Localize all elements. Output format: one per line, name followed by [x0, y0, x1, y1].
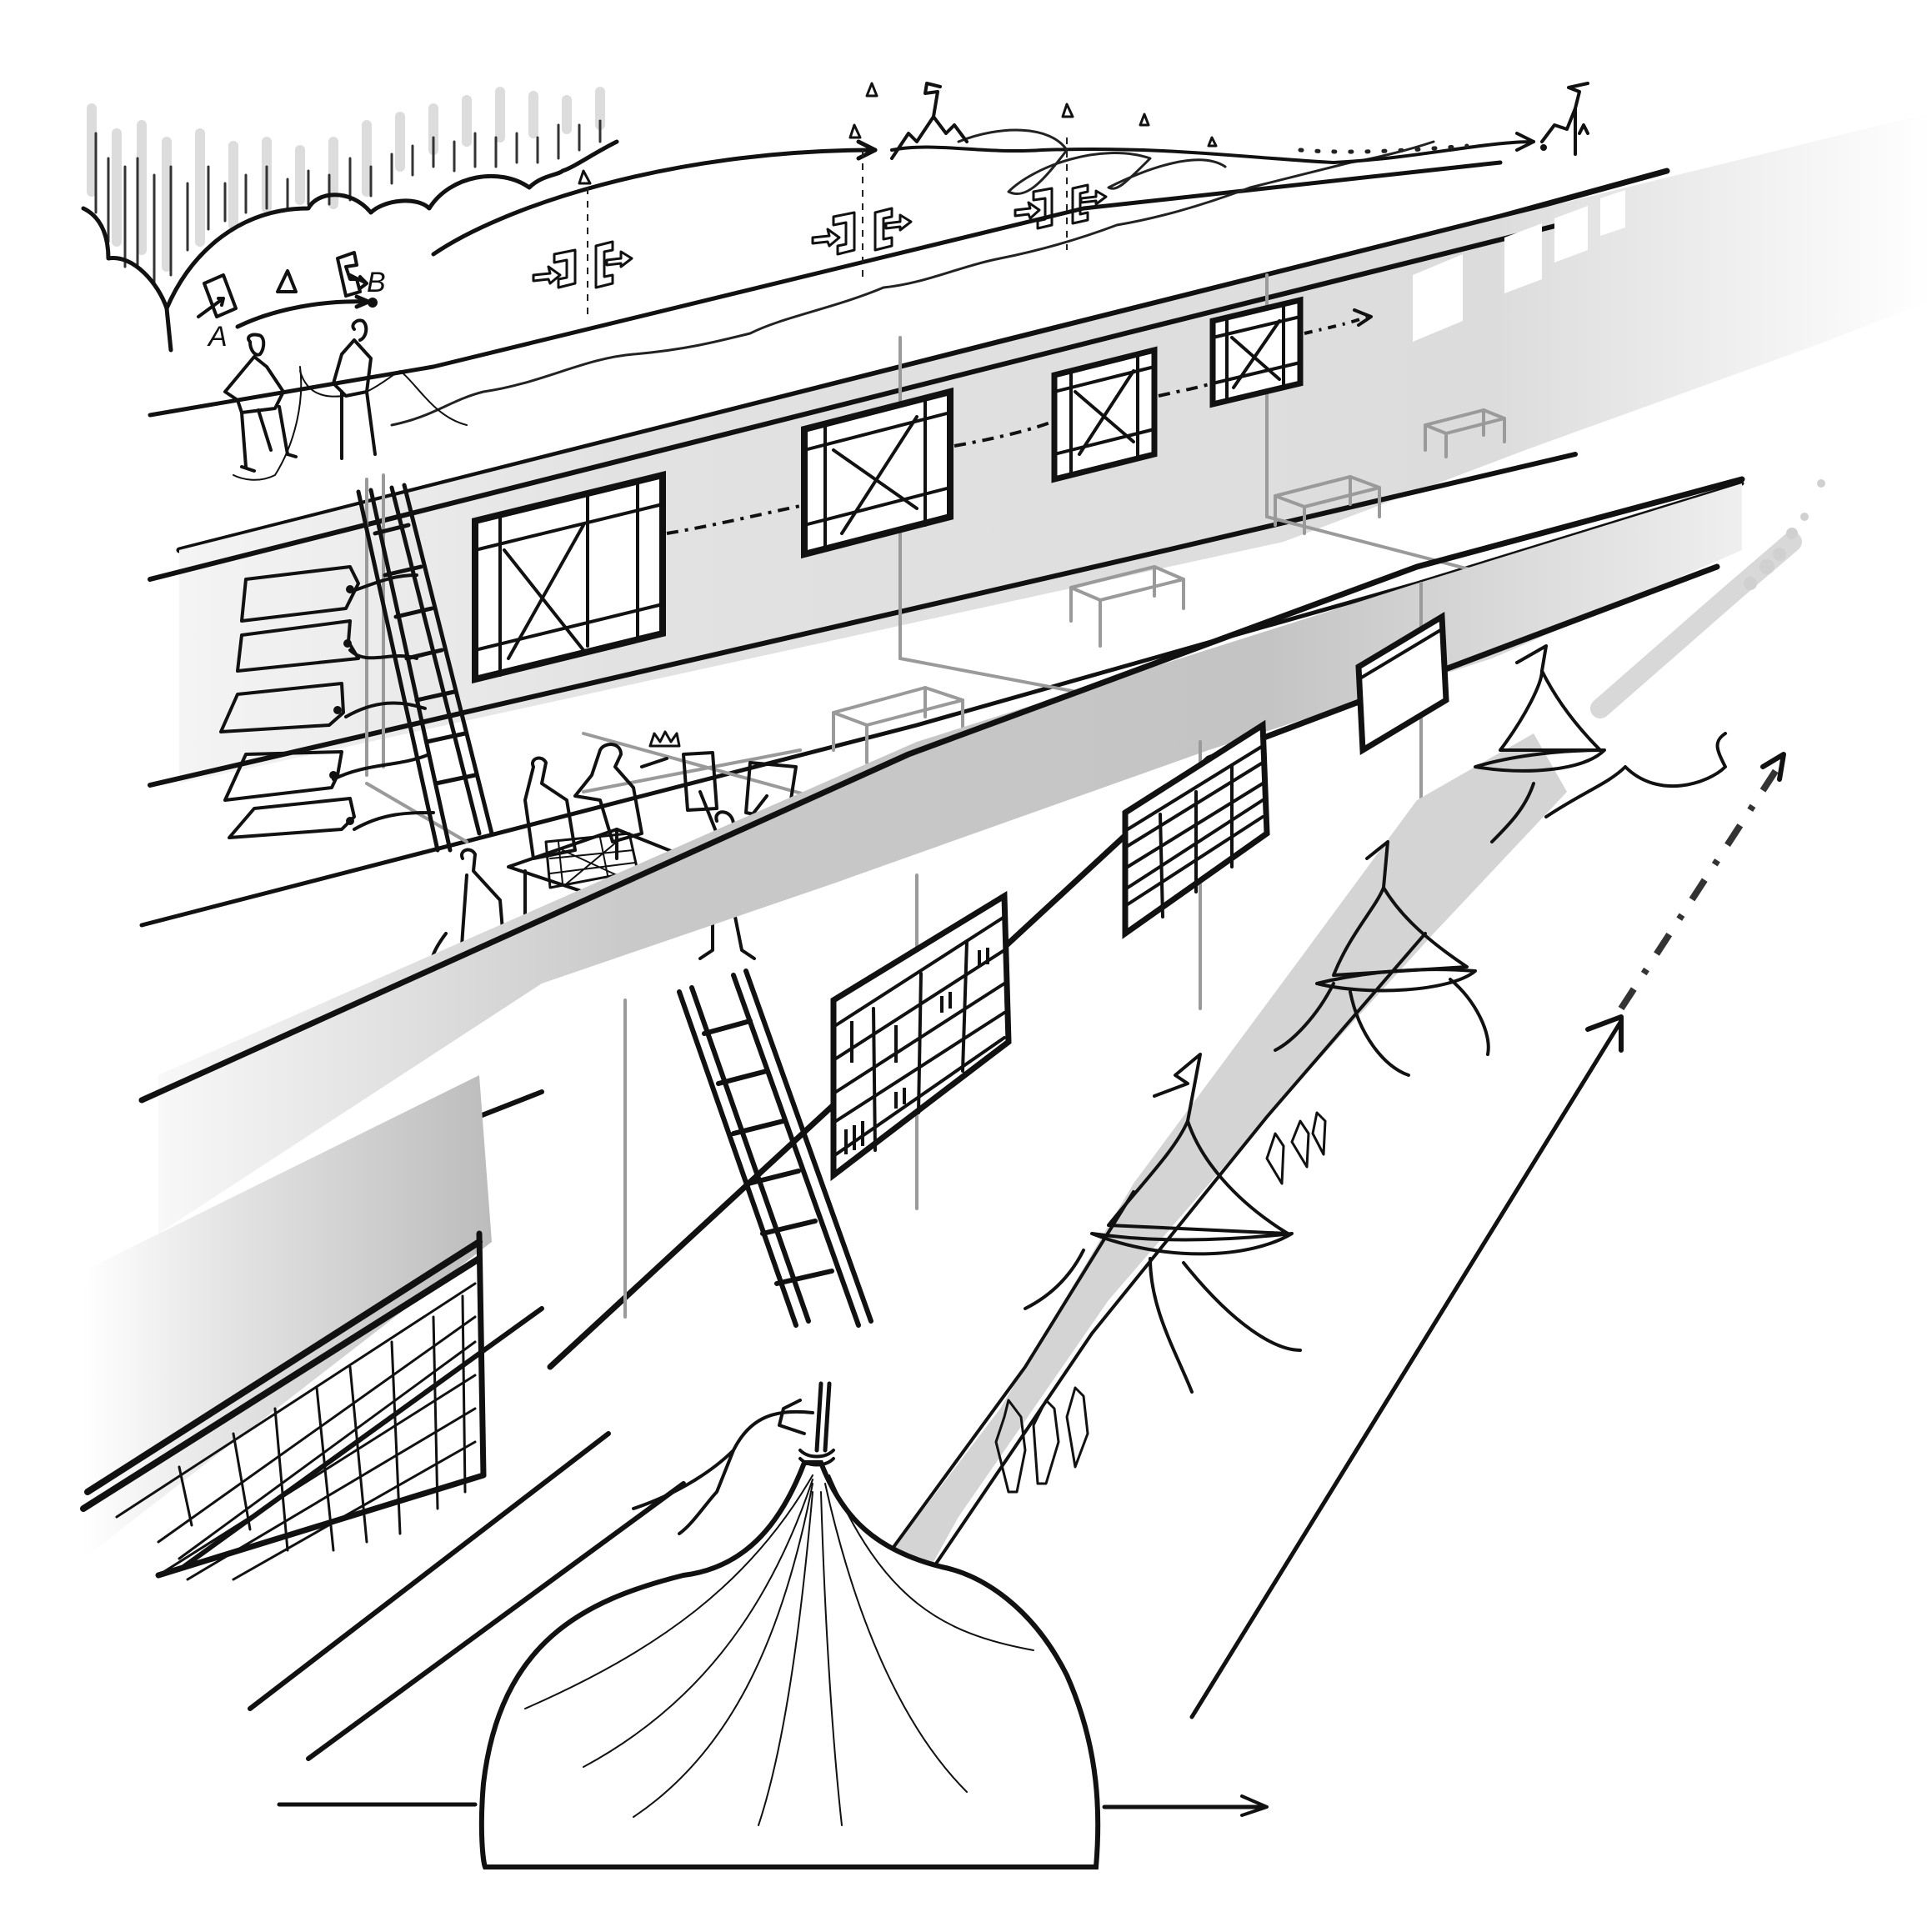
label-a: A — [207, 321, 228, 353]
wireframe-board — [1209, 296, 1304, 408]
empty-table — [1069, 565, 1185, 648]
wireframe-board — [1051, 346, 1158, 483]
wireframe-board — [801, 387, 953, 559]
circus-tent — [1024, 1053, 1302, 1394]
empty-table — [1424, 408, 1506, 458]
tied-sack — [478, 1381, 1101, 1869]
empty-table — [832, 686, 964, 764]
walking-people — [994, 1111, 1327, 1494]
spreadsheet-board — [1122, 719, 1270, 939]
a-to-b-shapes — [197, 251, 378, 329]
top-tier: A B — [148, 82, 1932, 788]
puzzle-connector-pair — [1014, 183, 1108, 230]
circus-tent — [1474, 644, 1727, 843]
ladder — [356, 483, 494, 853]
blank-board — [1355, 611, 1449, 756]
ground-tier — [80, 479, 1825, 1869]
two-figures-with-rope — [223, 318, 468, 481]
ladder — [677, 969, 873, 1328]
puzzle-connector-pair — [811, 207, 913, 256]
wireframe-board — [472, 470, 666, 684]
empty-table — [1274, 475, 1381, 535]
hanging-tags — [219, 565, 435, 839]
spreadsheet-board — [830, 890, 1012, 1182]
faded-windows — [1413, 190, 1625, 342]
lower-tier — [138, 476, 1745, 1370]
puzzle-connector-pair — [532, 240, 633, 289]
storm-cloud — [81, 87, 619, 353]
circus-tent — [1274, 840, 1490, 1077]
label-b: B — [367, 267, 386, 298]
